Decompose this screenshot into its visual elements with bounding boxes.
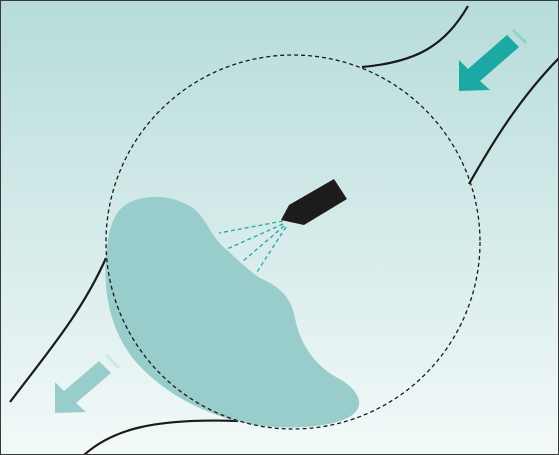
diagram-svg: [0, 0, 559, 455]
diagram-canvas: [0, 0, 559, 455]
